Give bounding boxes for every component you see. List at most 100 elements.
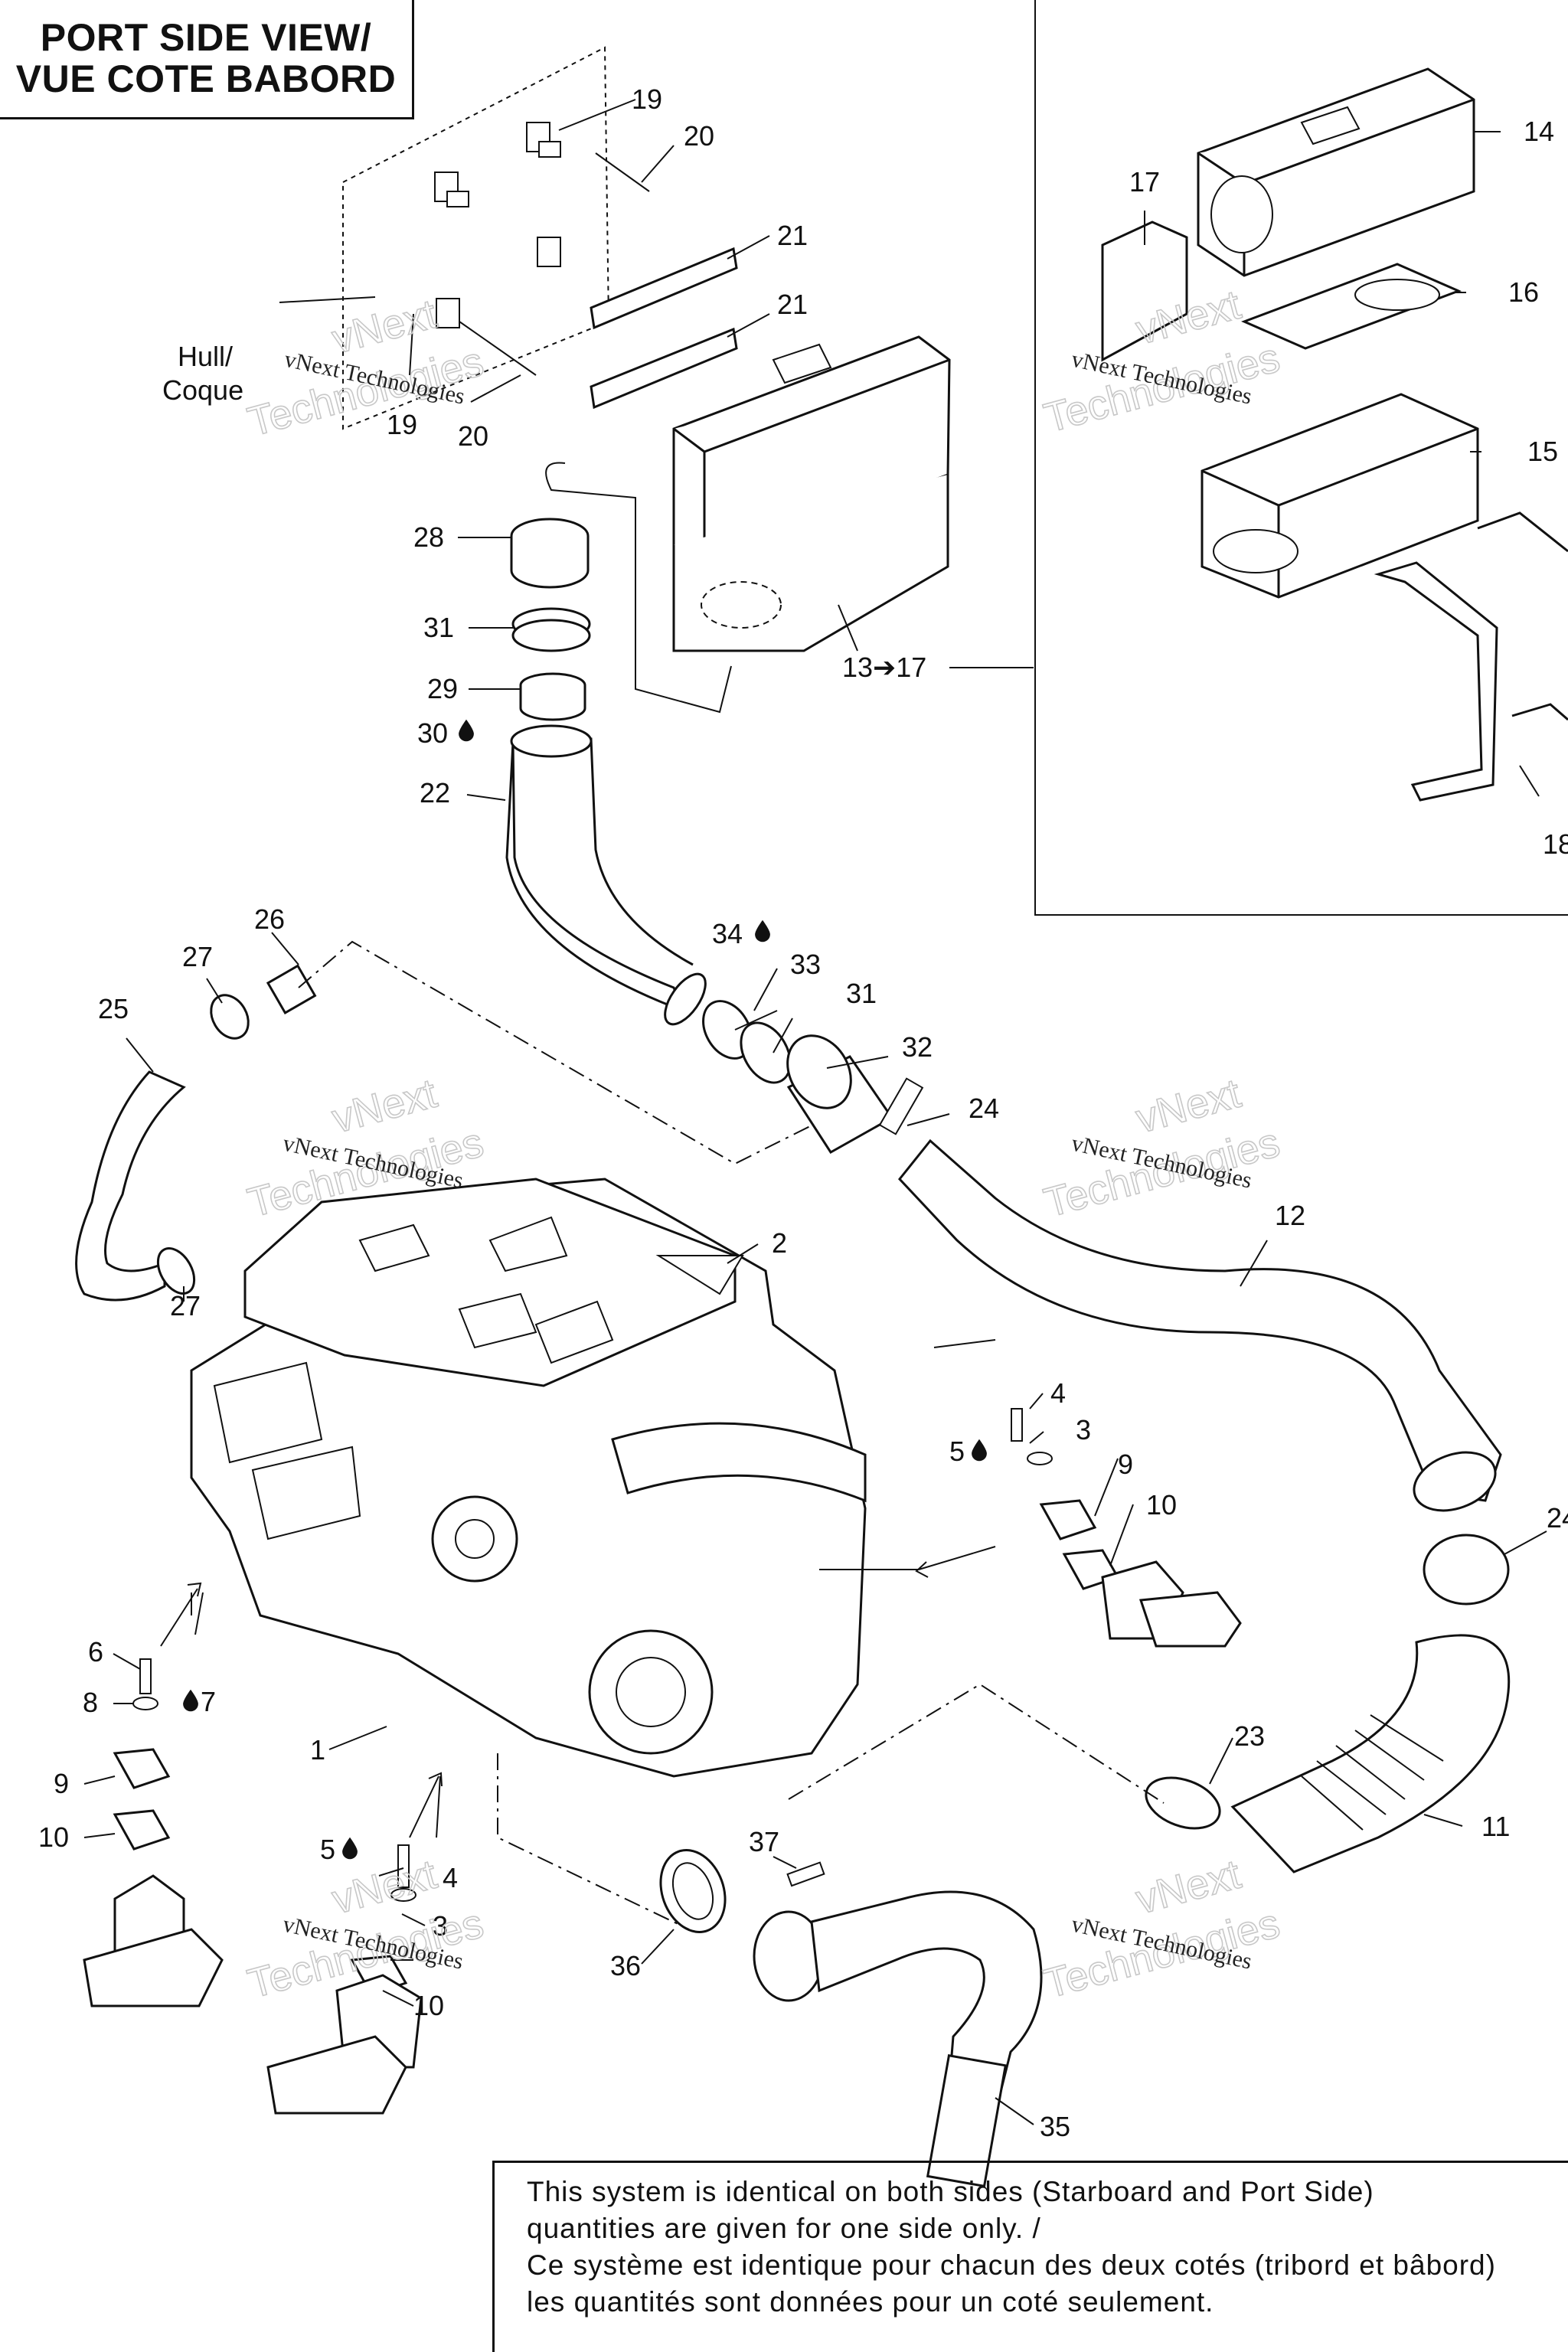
callout-7: 7 (201, 1686, 216, 1717)
callout-10-left: 10 (38, 1821, 69, 1853)
air-duct-12 (898, 1138, 1502, 1502)
callout-14: 14 (1524, 116, 1554, 147)
watermark-ghost: vNext (328, 1070, 442, 1142)
callout-37: 37 (749, 1826, 779, 1857)
view-title-line1: PORT SIDE VIEW/ (40, 16, 372, 59)
callout-10-right: 10 (1146, 1489, 1177, 1521)
air-box-assembly (672, 335, 951, 652)
callout-25: 25 (98, 993, 129, 1024)
droplet-icon (183, 1689, 198, 1712)
callout-21-top: 21 (777, 220, 808, 251)
callout-6: 6 (88, 1636, 103, 1668)
hose-25 (75, 1070, 186, 1302)
note-line3: Ce système est identique pour chacun des… (527, 2249, 1496, 2281)
callout-1: 1 (310, 1734, 325, 1766)
callout-4-right: 4 (1050, 1377, 1066, 1409)
callout-22: 22 (420, 777, 450, 808)
droplet-icon (972, 1439, 987, 1462)
note-line2: quantities are given for one side only. … (527, 2213, 1041, 2244)
callout-29: 29 (427, 673, 458, 704)
callout-19-bottom: 19 (387, 409, 417, 440)
hull-label-line2: Coque (162, 374, 243, 406)
engine-mount-right (1011, 1408, 1242, 1648)
clamp-27-top (210, 994, 250, 1040)
callout-3-bottom: 3 (433, 1910, 448, 1942)
screw-20-top (595, 152, 650, 192)
foam-strip-21-bottom (590, 327, 738, 410)
clamp-36 (659, 1849, 727, 1933)
callout-27-bottom: 27 (170, 1290, 201, 1321)
fitting-26 (266, 964, 317, 1014)
hull-panel (342, 46, 610, 430)
callout-labels: 19 20 21 21 19 20 14 17 16 15 18 28 31 2… (38, 83, 1568, 2142)
callout-20-top: 20 (684, 120, 714, 152)
hull-label-line1: Hull/ (178, 341, 233, 372)
callout-2: 2 (772, 1227, 787, 1259)
callout-30: 30 (417, 717, 448, 749)
callout-16: 16 (1508, 276, 1539, 308)
droplet-icon (459, 719, 474, 742)
hose-22 (505, 742, 685, 1013)
hull-bracket-right (537, 237, 561, 267)
callout-32: 32 (902, 1031, 933, 1063)
callout-24-top: 24 (969, 1093, 999, 1124)
callout-3-right: 3 (1076, 1414, 1091, 1446)
callout-18: 18 (1543, 828, 1568, 860)
retaining-straps-18 (1374, 511, 1568, 802)
coupler-32 (786, 1034, 894, 1154)
engine-cover-2 (655, 1255, 744, 1295)
view-title-line2: VUE COTE BABORD (15, 57, 397, 100)
pin-24-top (878, 1077, 924, 1135)
droplet-icon (342, 1837, 358, 1860)
air-box-gasket-16 (1241, 263, 1462, 350)
callout-9-right: 9 (1118, 1449, 1133, 1480)
callout-15: 15 (1527, 436, 1558, 467)
assembly-line-duct (788, 1683, 1165, 1804)
engine-mount-bottom (266, 1844, 423, 2115)
assembly-line-hose (298, 940, 812, 1165)
callout-28: 28 (413, 521, 444, 553)
callout-26: 26 (254, 903, 285, 935)
assembly-line-engine (497, 1753, 690, 1930)
pin-37 (786, 1861, 825, 1887)
arrow-mount-right (915, 1546, 996, 1578)
callout-35: 35 (1040, 2111, 1070, 2142)
engine-assembly-1 (190, 1178, 867, 1778)
callout-17: 17 (1129, 166, 1160, 198)
hull-bracket-19-top (526, 122, 561, 158)
callout-24-right: 24 (1547, 1502, 1568, 1534)
droplet-icon (755, 920, 770, 942)
hull-bracket-19-bottom (436, 298, 460, 328)
flex-duct-11 (1230, 1634, 1511, 1873)
air-box-base-15 (1200, 393, 1479, 599)
arrow-mount-bottom (409, 1772, 443, 1838)
callout-20-bottom: 20 (458, 420, 488, 452)
view-title: PORT SIDE VIEW/ VUE COTE BABORD (0, 0, 414, 119)
callout-8: 8 (83, 1687, 98, 1718)
callout-21-bottom: 21 (777, 289, 808, 320)
callout-4-bottom: 4 (443, 1862, 458, 1893)
hull-bracket-left (434, 172, 469, 207)
callout-23: 23 (1234, 1720, 1265, 1752)
arrow-mount-left (160, 1582, 202, 1647)
callout-11: 11 (1481, 1811, 1510, 1842)
screw-20-bottom (459, 321, 537, 376)
callout-33: 33 (790, 949, 821, 980)
foam-strip-21-top (590, 247, 738, 330)
note-line1: This system is identical on both sides (… (527, 2176, 1374, 2207)
air-box-cover-14 (1197, 67, 1475, 277)
callout-31-mid: 31 (846, 978, 877, 1009)
exhaust-pipe-35 (753, 1890, 1043, 2188)
callout-19-top: 19 (632, 83, 662, 115)
leader-lines (83, 99, 1547, 2125)
callout-31-top: 31 (423, 612, 454, 643)
callout-9-left: 9 (54, 1768, 69, 1799)
clamp-24-right (1423, 1534, 1510, 1606)
callout-5-right: 5 (949, 1436, 965, 1467)
clamp-27-bottom (156, 1247, 196, 1295)
detail-box-outline (1034, 0, 1568, 916)
callout-10-bottom: 10 (413, 1990, 444, 2021)
note-box: This system is identical on both sides (… (492, 2161, 1568, 2352)
clamp-31-mid (740, 1021, 792, 1084)
